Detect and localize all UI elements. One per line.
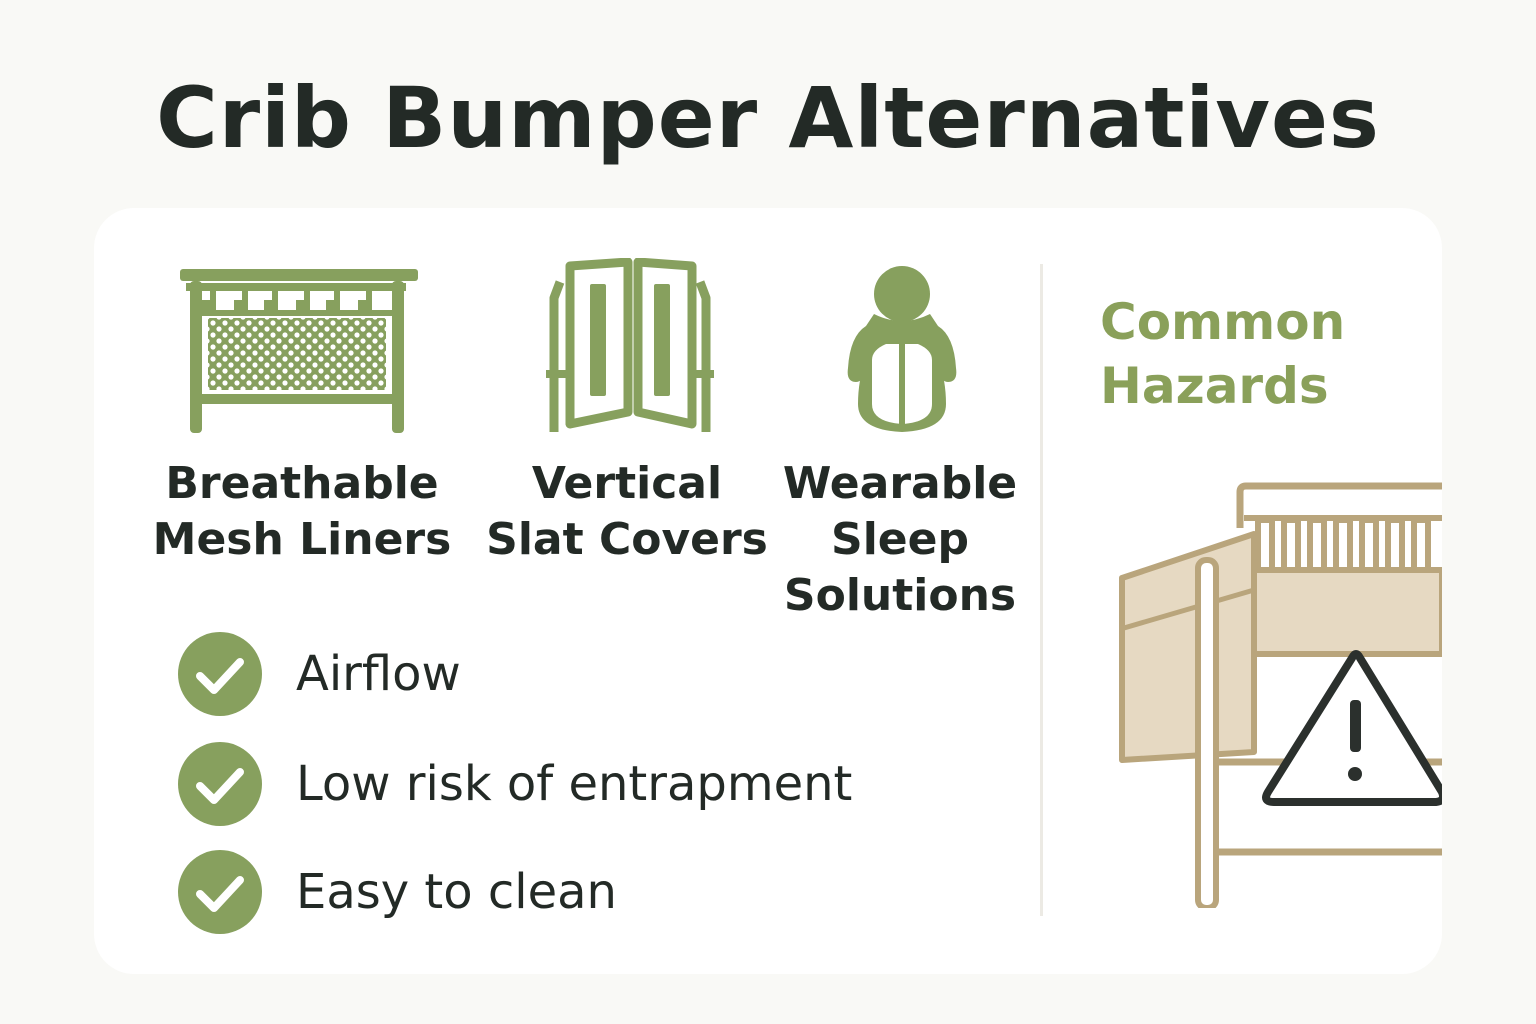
section-divider <box>1040 264 1043 916</box>
check-circle-icon <box>178 632 262 716</box>
benefit-item-low-entrapment: Low risk of entrapment <box>178 742 938 826</box>
check-circle-icon <box>178 742 262 826</box>
slat-covers-icon <box>546 258 714 432</box>
benefit-item-airflow: Airflow <box>178 632 938 716</box>
bumper-crib-illustration <box>1119 482 1442 908</box>
alternative-label-sleep-solutions: Wearable Sleep Solutions <box>782 458 1018 621</box>
check-circle-icon <box>178 850 262 934</box>
alternative-label-slat-covers: Vertical Slat Covers <box>486 458 768 565</box>
page-title: Crib Bumper Alternatives <box>156 69 1380 167</box>
info-card: Breathable Mesh Liners Vertical Slat Cov… <box>94 208 1442 974</box>
benefit-label: Low risk of entrapment <box>296 756 853 812</box>
sleep-sack-icon <box>847 266 957 432</box>
benefit-label: Easy to clean <box>296 864 617 920</box>
mesh-crib-icon <box>180 269 418 433</box>
warning-triangle-icon <box>1262 650 1442 806</box>
hazards-title: Common Hazards <box>1100 293 1346 415</box>
alternative-label-mesh-liners: Breathable Mesh Liners <box>152 458 452 565</box>
benefit-label: Airflow <box>296 646 461 702</box>
benefit-item-easy-clean: Easy to clean <box>178 850 938 934</box>
